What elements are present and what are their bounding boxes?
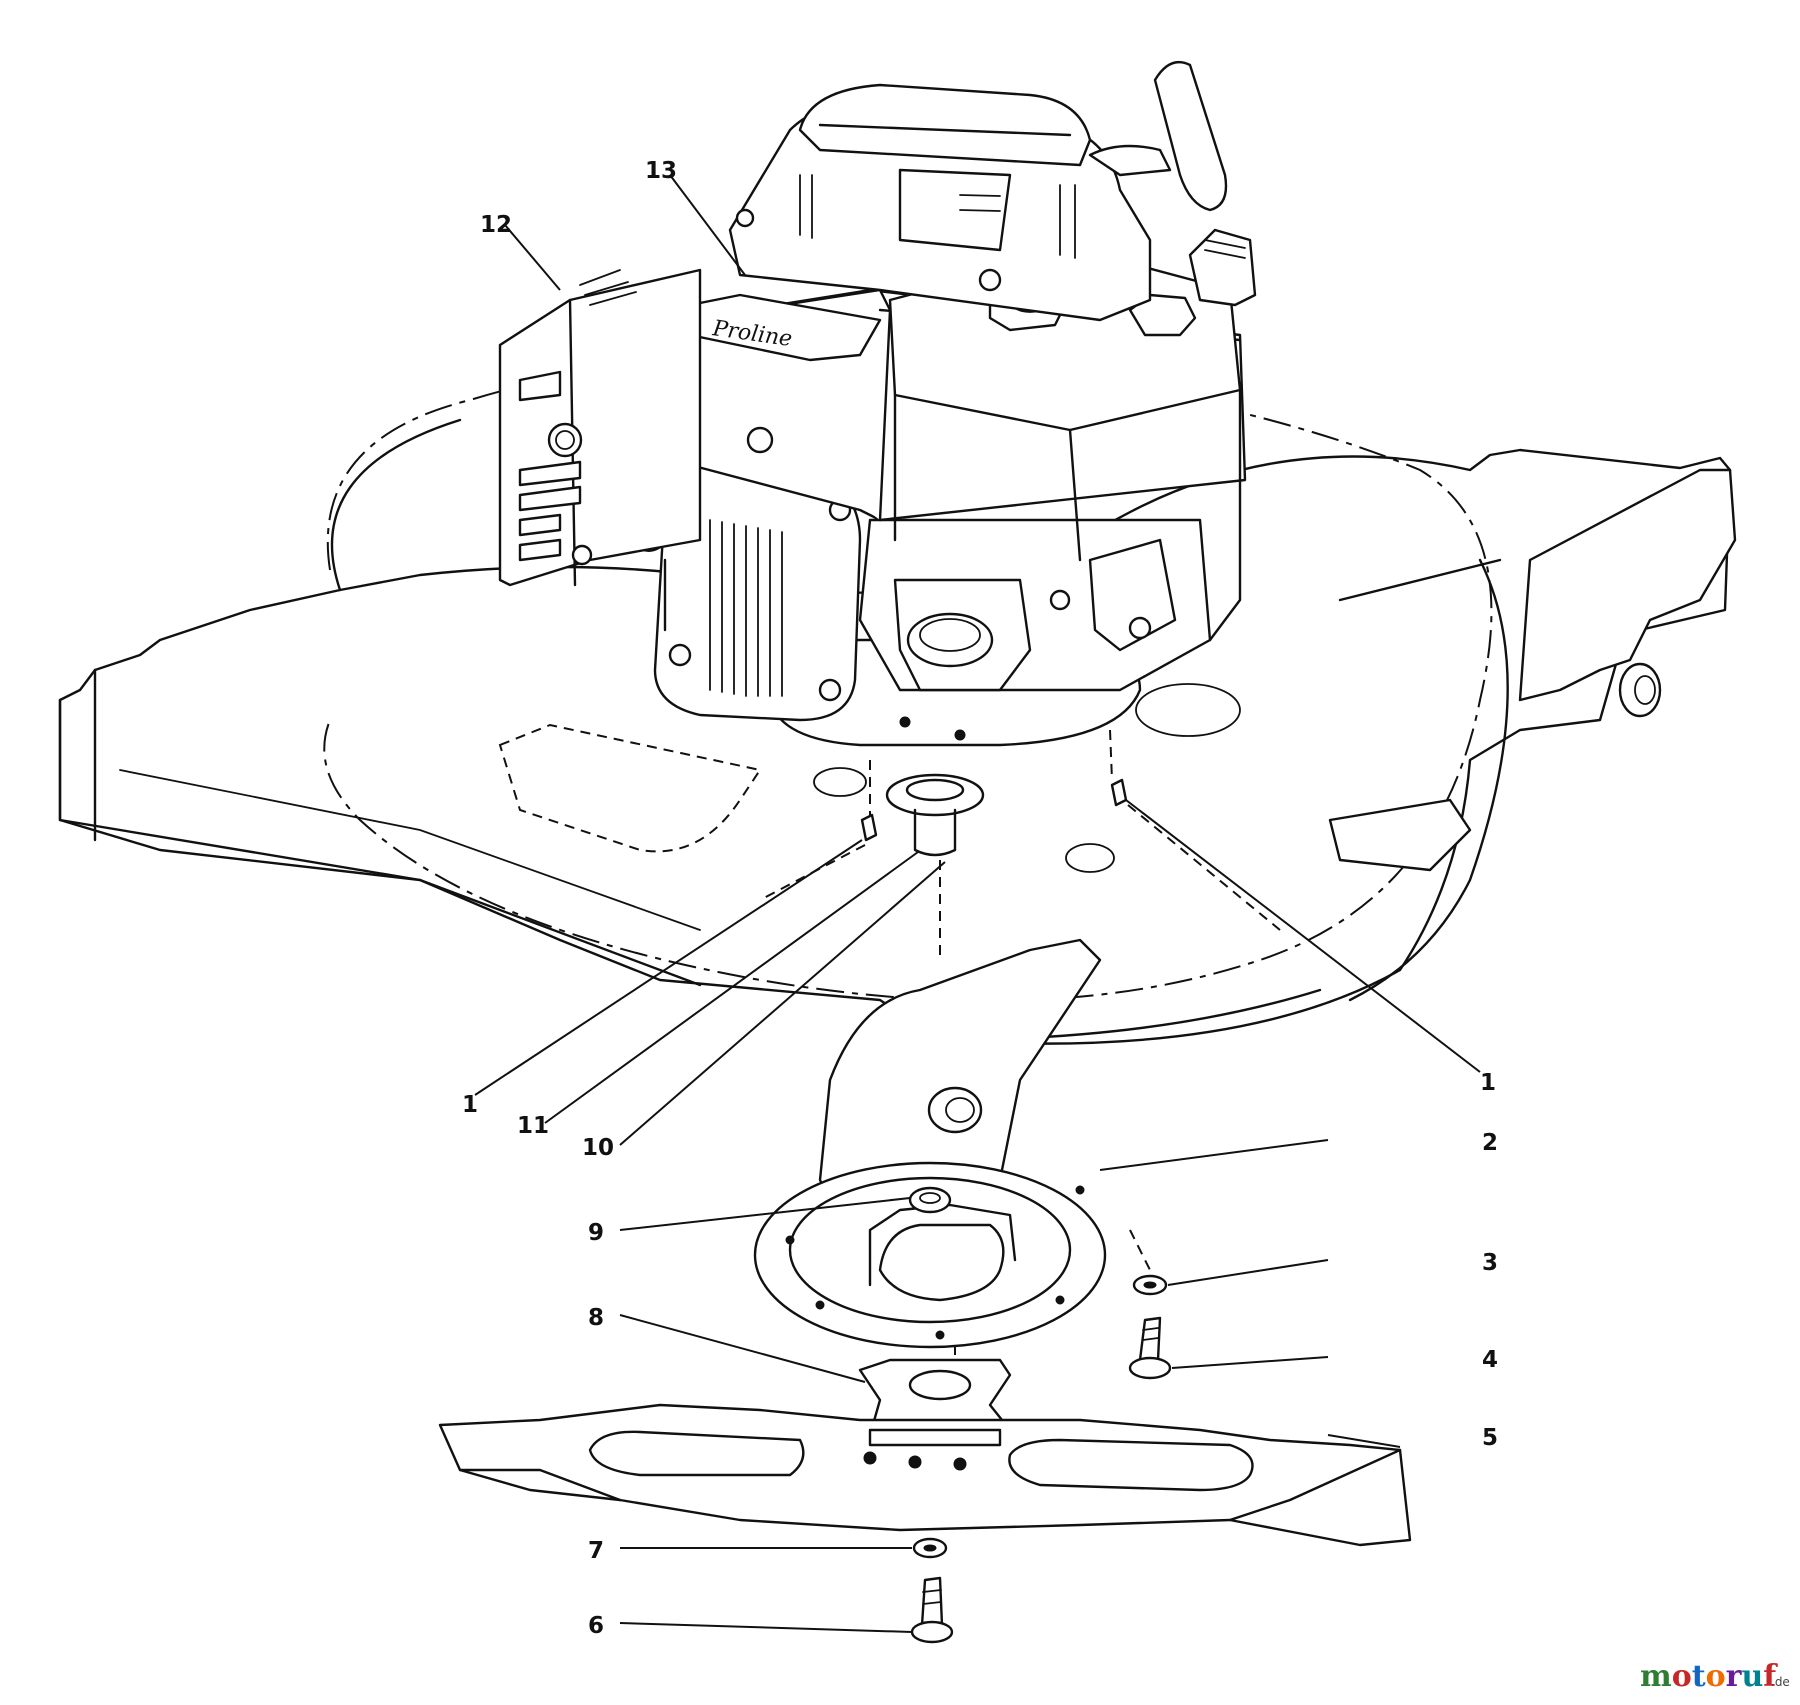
watermark-suffix: .de (1771, 1675, 1790, 1689)
callout-8: 8 (588, 1305, 604, 1331)
callout-labels: 1 1 2 3 4 5 6 7 8 9 10 11 12 13 (462, 158, 1498, 1639)
callout-5: 5 (1482, 1425, 1498, 1451)
watermark-letter: o (1706, 1659, 1726, 1694)
callout-9: 9 (588, 1220, 604, 1246)
watermark-letter: m (1640, 1659, 1672, 1694)
callout-7: 7 (588, 1538, 604, 1564)
callout-4: 4 (1482, 1347, 1498, 1373)
callout-12: 12 (480, 212, 512, 238)
watermark-letter: f (1763, 1659, 1778, 1694)
watermark-letter: t (1692, 1659, 1706, 1694)
leader-lines (474, 174, 1481, 1633)
watermark-letter: u (1741, 1659, 1763, 1694)
watermark-letter: r (1726, 1659, 1743, 1694)
adapter-and-blade-group (438, 729, 1412, 1644)
callout-13: 13 (645, 158, 677, 184)
watermark-letter: o (1672, 1659, 1692, 1694)
callout-11: 11 (517, 1113, 549, 1139)
watermark-logo: motoruf (1640, 1659, 1778, 1694)
callout-1-right: 1 (1480, 1070, 1496, 1096)
callout-2: 2 (1482, 1130, 1498, 1156)
callout-6: 6 (588, 1613, 604, 1639)
motoruf-watermark: motoruf .de (1640, 1659, 1790, 1694)
callout-10: 10 (582, 1135, 614, 1161)
engine-assembly: Proline (498, 60, 1257, 747)
callout-1-left: 1 (462, 1092, 478, 1118)
callout-3: 3 (1482, 1250, 1498, 1276)
muffler-fins (709, 519, 783, 697)
